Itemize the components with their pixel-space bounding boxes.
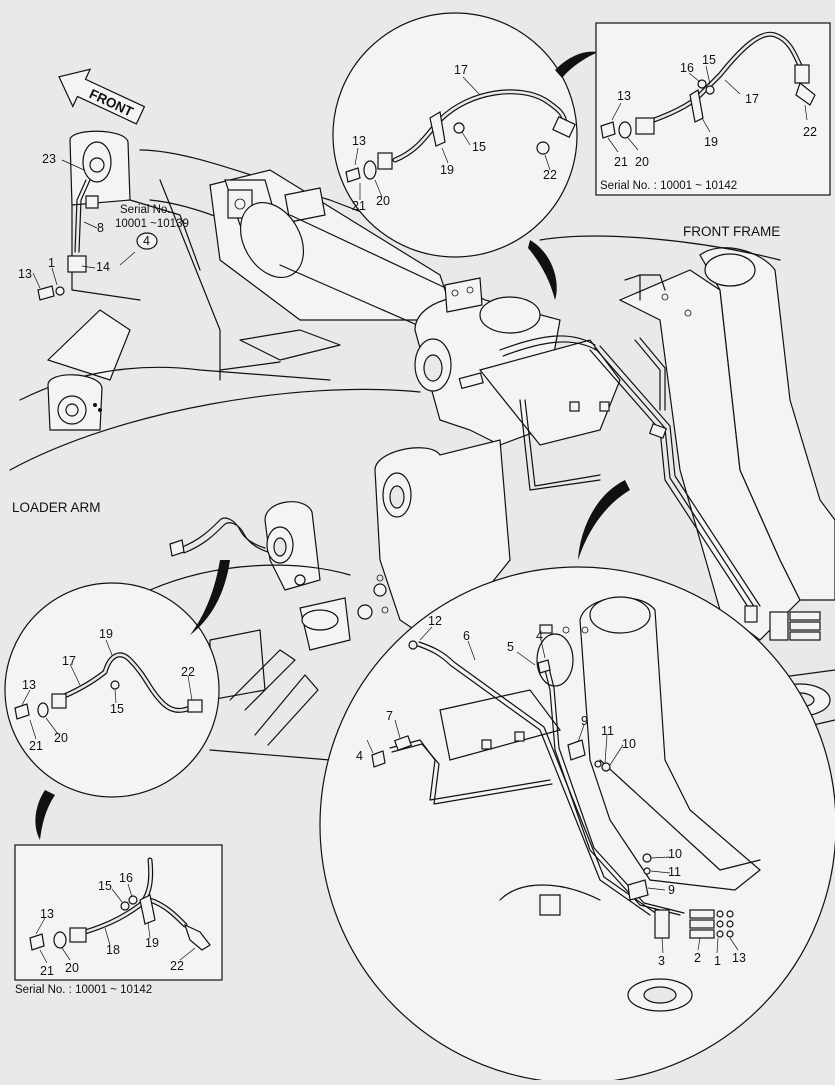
callout-19: 19	[99, 627, 113, 641]
callout-17: 17	[745, 92, 759, 106]
callout-13: 13	[732, 951, 746, 965]
callout-7: 7	[386, 709, 393, 723]
callout-22: 22	[170, 959, 184, 973]
serial-range: 10001 ~10139	[115, 218, 189, 230]
top-right-box: 16 15 13 17 19 21 20 22 Serial No. : 100…	[595, 22, 831, 196]
callout-11: 11	[601, 724, 614, 738]
callout-9: 9	[581, 714, 588, 728]
callout-16: 16	[119, 871, 133, 885]
pointer-top-circle	[528, 240, 557, 300]
callout-17: 17	[62, 654, 76, 668]
callout-13: 13	[22, 678, 36, 692]
coupler-group-lower	[654, 909, 734, 939]
big-circle-detail: 12 6 5 4 7 4 9 11 10 10 11 9 2 1 13 3	[319, 566, 835, 1084]
callout-1: 1	[48, 256, 55, 270]
callout-6: 6	[463, 629, 470, 643]
pointer-big-circle	[578, 480, 630, 560]
label-front-frame: FRONT FRAME	[683, 224, 780, 239]
callout-13: 13	[352, 134, 366, 148]
callout-21: 21	[614, 155, 628, 169]
hose-routing	[458, 335, 821, 641]
callout-21: 21	[40, 964, 54, 978]
top-left-detail: 23 8 13 1 14	[18, 152, 136, 301]
top-circle-detail: 17 13 15 19 21 20 22	[332, 12, 578, 258]
callout-22: 22	[181, 665, 195, 679]
callout-2: 2	[694, 951, 701, 965]
callout-22: 22	[803, 125, 817, 139]
label-loader-arm: LOADER ARM	[12, 500, 101, 515]
front-arrow: FRONT	[58, 68, 146, 125]
callout-9: 9	[668, 883, 675, 897]
callout-23: 23	[42, 152, 56, 166]
serial-note-bottom-left: Serial No. : 10001 ~ 10142	[15, 984, 152, 996]
callout-19: 19	[145, 936, 159, 950]
callout-16: 16	[680, 61, 694, 75]
loader-arm-hose	[169, 517, 269, 557]
callout-20: 20	[54, 731, 68, 745]
callout-10: 10	[668, 847, 682, 861]
callout-1: 1	[714, 954, 721, 968]
serial-note-top-right: Serial No. : 10001 ~ 10142	[600, 180, 737, 192]
serial-note-main: Serial No. 10001 ~10139 4	[115, 204, 189, 250]
callout-21: 21	[29, 739, 43, 753]
callout-13: 13	[40, 907, 54, 921]
callout-20: 20	[635, 155, 649, 169]
callout-14: 14	[96, 260, 110, 274]
callout-4: 4	[356, 749, 363, 763]
callout-19: 19	[704, 135, 718, 149]
pointer-top-right	[555, 51, 598, 78]
machine-outline	[9, 130, 835, 761]
pointer-bottom-left	[35, 790, 55, 840]
left-circle-detail: 19 17 22 13 15 21 20	[4, 582, 220, 798]
callout-3: 3	[658, 954, 665, 968]
callout-19: 19	[440, 163, 454, 177]
serial-title: Serial No.	[120, 204, 171, 216]
callout-15: 15	[98, 879, 112, 893]
callout-11: 11	[668, 865, 681, 879]
coupler-group-upper	[744, 605, 821, 641]
callout-13: 13	[18, 267, 32, 281]
callout-15: 15	[702, 53, 716, 67]
callout-5: 5	[507, 640, 514, 654]
callout-12: 12	[428, 614, 442, 628]
serial-ref-number: 4	[143, 234, 150, 248]
callout-17: 17	[454, 63, 468, 77]
callout-21: 21	[352, 199, 366, 213]
callout-22: 22	[543, 168, 557, 182]
callout-10: 10	[622, 737, 636, 751]
callout-13: 13	[617, 89, 631, 103]
callout-15: 15	[472, 140, 486, 154]
callout-4: 4	[536, 629, 543, 643]
pointer-left-circle	[190, 560, 230, 635]
callout-20: 20	[376, 194, 390, 208]
callout-18: 18	[106, 943, 120, 957]
bottom-left-box: 15 16 13 18 19 21 20 22 Serial No. : 100…	[14, 844, 223, 996]
callout-8: 8	[97, 221, 104, 235]
callout-20: 20	[65, 961, 79, 975]
callout-15: 15	[110, 702, 124, 716]
